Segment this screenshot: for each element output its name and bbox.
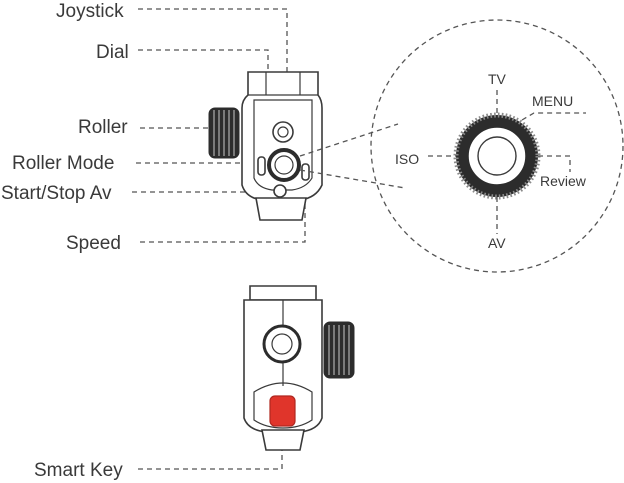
gimbal-top-view	[208, 71, 323, 221]
label-dial: Dial	[96, 42, 129, 63]
label-roller-mode: Roller Mode	[12, 153, 114, 174]
label-roller: Roller	[78, 117, 128, 138]
dial-knob	[267, 148, 301, 182]
gimbal-side-view	[243, 285, 355, 451]
leader-smart-key	[138, 436, 283, 470]
start-stop-button	[273, 184, 287, 198]
label-smart-key: Smart Key	[34, 460, 123, 481]
label-joystick: Joystick	[56, 1, 124, 22]
roller-wheel-side	[323, 321, 355, 379]
joystick-knob	[272, 121, 294, 143]
smart-key-button	[269, 395, 296, 427]
speed-switch	[301, 163, 310, 181]
dial-label-menu: MENU	[532, 93, 573, 109]
joystick-side	[262, 324, 302, 364]
roller-mode-button	[257, 156, 266, 176]
label-speed: Speed	[66, 233, 121, 254]
dial-label-iso: ISO	[395, 151, 419, 167]
label-start-stop: Start/Stop Av	[1, 183, 112, 204]
roller-wheel	[208, 107, 240, 159]
zoom-connector-upper	[299, 123, 399, 157]
dial-detail-circle	[370, 19, 624, 273]
dial-label-av: AV	[488, 235, 506, 251]
dial-label-review: Review	[540, 173, 587, 189]
dial-label-tv: TV	[488, 71, 507, 87]
dial-detail: TV MENU ISO Review AV	[370, 19, 624, 273]
